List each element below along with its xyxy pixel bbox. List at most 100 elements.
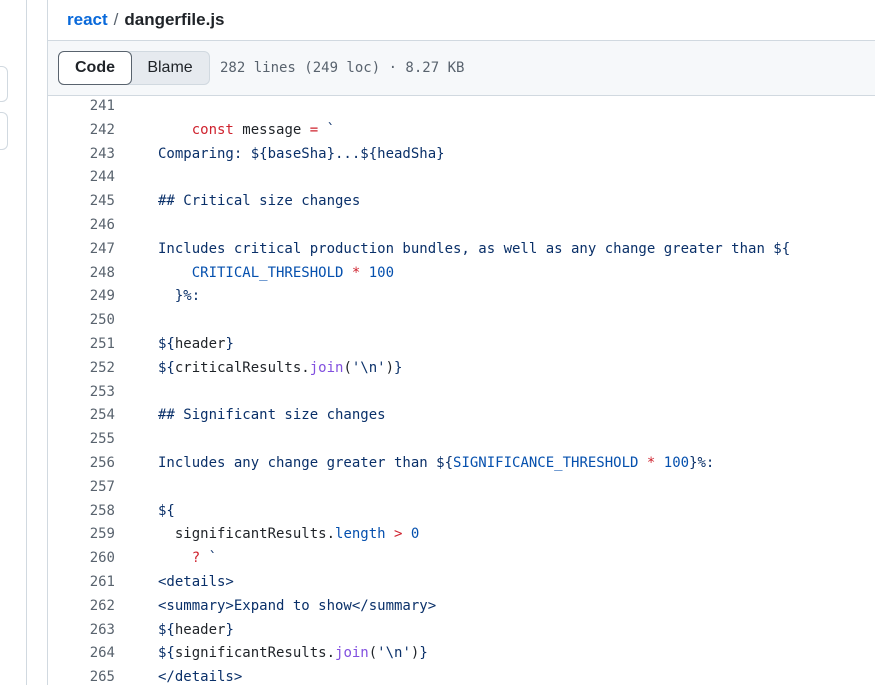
code-token: ${	[158, 502, 175, 519]
code-line-text: ${criticalResults.join('\n')}	[158, 357, 402, 381]
breadcrumb-file-name: dangerfile.js	[124, 10, 225, 29]
line-number[interactable]: 249	[89, 288, 115, 305]
line-number[interactable]: 263	[89, 621, 115, 638]
code-line: 260 ? `	[48, 547, 875, 571]
code-token	[402, 526, 410, 542]
code-token: ${	[158, 645, 175, 662]
line-number[interactable]: 257	[89, 478, 115, 495]
line-number[interactable]: 245	[89, 193, 115, 210]
code-token: join	[309, 359, 344, 376]
code-token: Includes any change greater than ${	[158, 454, 454, 471]
code-token: *	[351, 264, 361, 281]
code-line: 257	[48, 476, 875, 500]
line-number[interactable]: 265	[89, 669, 115, 686]
code-token: >	[394, 526, 403, 543]
line-number[interactable]: 248	[89, 264, 115, 281]
code-token: 100	[368, 264, 395, 281]
line-number[interactable]: 253	[89, 383, 115, 400]
code-token: Comparing: ${baseSha}...${headSha}	[158, 145, 445, 162]
line-number[interactable]: 252	[89, 359, 115, 376]
line-number[interactable]: 254	[89, 407, 115, 424]
file-toolbar: Code Blame 282 lines (249 loc) · 8.27 KB	[48, 41, 875, 96]
code-token: }%:	[158, 288, 201, 305]
code-token: header	[174, 621, 226, 638]
line-number[interactable]: 246	[89, 216, 115, 233]
code-token: `	[200, 550, 218, 567]
breadcrumb-separator: /	[113, 10, 119, 29]
line-number[interactable]: 261	[89, 573, 115, 590]
code-line: 244	[48, 166, 875, 190]
sidebar-collapsed-button[interactable]	[0, 66, 8, 102]
code-line-text: ## Significant size changes	[158, 404, 386, 428]
file-view: react / dangerfile.js Code Blame 282 lin…	[47, 0, 875, 685]
line-number[interactable]: 256	[89, 454, 115, 471]
code-token: 0	[410, 526, 420, 543]
line-number[interactable]: 247	[89, 240, 115, 257]
code-token: Includes critical production bundles, as…	[158, 240, 791, 257]
code-token	[158, 550, 192, 566]
file-info: 282 lines (249 loc) · 8.27 KB	[220, 60, 465, 76]
code-line: 241	[48, 95, 875, 119]
blame-tab-button[interactable]: Blame	[147, 59, 193, 76]
code-token: <summary>Expand to show</summary>	[158, 597, 437, 614]
code-line: 256 Includes any change greater than ${SI…	[48, 452, 875, 476]
code-line: 251${header}	[48, 333, 875, 357]
code-view[interactable]: 241 242 const message = ` 243 Comparing: ${…	[48, 95, 875, 690]
code-token: ## Significant size changes	[158, 407, 386, 424]
code-line: 252 ${criticalResults.join('\n')}	[48, 357, 875, 381]
line-number[interactable]: 242	[89, 121, 115, 138]
code-token: header	[174, 335, 226, 352]
line-number[interactable]: 260	[89, 550, 115, 567]
code-token: }	[394, 359, 403, 376]
code-line: 254 ## Significant size changes	[48, 404, 875, 428]
code-token: 100	[663, 454, 690, 471]
code-line: 255	[48, 428, 875, 452]
code-line-text: }%:	[158, 285, 200, 309]
code-line-text: Includes critical production bundles, as…	[158, 238, 790, 262]
line-number[interactable]: 264	[89, 645, 115, 662]
line-number[interactable]: 262	[89, 597, 115, 614]
code-line-text: Includes any change greater than ${SIGNI…	[158, 452, 714, 476]
sidebar-collapsed-button[interactable]	[0, 112, 8, 150]
code-line: 258 ${	[48, 500, 875, 524]
line-number[interactable]: 244	[89, 169, 115, 186]
code-token: length	[335, 526, 386, 543]
code-line: 259 significantResults.length > 0	[48, 523, 875, 547]
code-token: ${	[158, 359, 175, 376]
code-line-text: </details>	[158, 666, 242, 690]
line-number[interactable]: 255	[89, 431, 115, 448]
code-line-text: Comparing: ${baseSha}...${headSha}	[158, 143, 445, 167]
line-number[interactable]: 250	[89, 312, 115, 329]
code-token: join	[335, 645, 369, 662]
code-line-text: CRITICAL_THRESHOLD * 100	[158, 262, 394, 286]
code-token: CRITICAL_THRESHOLD	[191, 264, 344, 281]
line-number[interactable]: 243	[89, 145, 115, 162]
code-token: ${	[158, 621, 175, 638]
code-line: 242 const message = `	[48, 119, 875, 143]
breadcrumb-repo-link[interactable]: react	[67, 10, 108, 29]
code-token: criticalResults.	[174, 359, 310, 376]
code-tab-button[interactable]: Code	[58, 51, 132, 85]
code-token: (	[368, 645, 378, 662]
code-line-text: <details>	[158, 571, 234, 595]
code-token: message	[233, 121, 310, 138]
code-line: 262 <summary>Expand to show</summary>	[48, 595, 875, 619]
line-number[interactable]: 259	[89, 526, 115, 543]
code-token	[158, 122, 192, 138]
line-number[interactable]: 258	[89, 502, 115, 519]
code-token: ## Critical size changes	[158, 193, 361, 210]
line-number[interactable]: 251	[89, 335, 115, 352]
code-line-text: ## Critical size changes	[158, 190, 360, 214]
code-token: </details>	[158, 669, 243, 686]
code-token	[360, 265, 368, 281]
code-token: }%:	[689, 454, 715, 471]
line-number[interactable]: 241	[89, 98, 115, 114]
code-token: }	[225, 621, 234, 638]
code-token	[638, 455, 646, 471]
code-line: 253	[48, 381, 875, 405]
code-token: <details>	[158, 573, 234, 590]
code-line-text: const message = `	[158, 119, 335, 143]
code-token: '\n'	[351, 359, 386, 376]
code-token: =	[309, 121, 319, 138]
left-sidebar-edge	[0, 0, 27, 685]
